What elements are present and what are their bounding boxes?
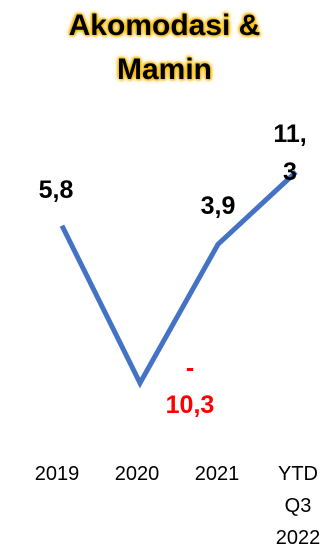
x-tick-label-4-line-3: 2022	[276, 527, 321, 549]
x-tick-label-3-line-1: 2021	[195, 463, 240, 485]
x-tick-label-4-line-1: YTD	[278, 463, 318, 485]
series-line	[59, 170, 298, 389]
data-label-3-line-1: 3,9	[201, 192, 236, 220]
data-label-3: 3,9	[201, 192, 236, 220]
chart-title-line-1: Akomodasi &	[68, 9, 261, 42]
data-label-4: 11,3	[273, 120, 306, 186]
chart-title: Akomodasi & Mamin	[0, 4, 329, 92]
x-tick-label-1: 2019	[35, 463, 80, 485]
data-label-1: 5,8	[39, 176, 74, 204]
x-tick-label-2: 2020	[115, 463, 160, 485]
data-label-4-line-2: 3	[283, 158, 297, 186]
x-tick-label-1-line-1: 2019	[35, 463, 80, 485]
data-label-2-line-2: 10,3	[166, 391, 215, 419]
x-tick-label-4: YTD Q3 2022	[276, 463, 321, 549]
data-label-4-line-1: 11,	[273, 120, 306, 148]
x-tick-label-4-line-2: Q3	[285, 495, 312, 517]
data-label-2: - 10,3	[166, 354, 215, 419]
chart-title-line-2: Mamin	[116, 53, 212, 86]
data-label-1-line-1: 5,8	[39, 176, 74, 204]
data-label-2-line-1: -	[186, 354, 194, 382]
x-tick-label-3: 2021	[195, 463, 240, 485]
x-tick-label-2-line-1: 2020	[115, 463, 160, 485]
